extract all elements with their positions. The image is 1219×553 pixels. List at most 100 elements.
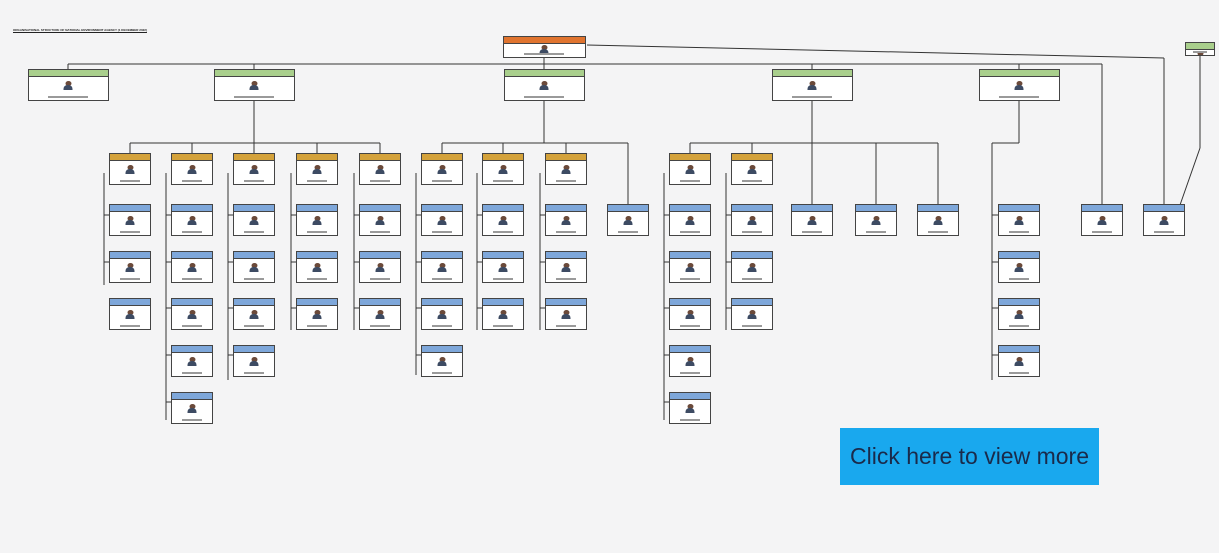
node-header [172, 154, 212, 161]
node-caption [120, 180, 140, 182]
node-header [732, 205, 772, 212]
person-photo [312, 165, 322, 174]
node-caption [244, 180, 264, 182]
org-node [855, 204, 897, 236]
org-node [503, 69, 585, 101]
node-caption [524, 96, 564, 98]
person-photo [249, 165, 259, 174]
node-caption [234, 96, 274, 98]
node-caption [1009, 325, 1029, 327]
person-photo [1159, 216, 1169, 225]
org-node [1185, 42, 1215, 56]
node-caption [182, 419, 202, 421]
person-photo [807, 216, 817, 225]
node-caption [48, 96, 88, 98]
person-photo [187, 357, 197, 366]
node-caption [432, 372, 452, 374]
node-header [28, 70, 108, 77]
org-node [359, 251, 401, 283]
person-photo [125, 165, 135, 174]
org-node [233, 251, 275, 283]
node-header [732, 252, 772, 259]
node-header [999, 205, 1039, 212]
node-caption [370, 231, 390, 233]
org-node [791, 204, 833, 236]
node-caption [742, 231, 762, 233]
node-header [360, 205, 400, 212]
person-photo [561, 165, 571, 174]
person-photo [249, 216, 259, 225]
person-photo [685, 310, 695, 319]
org-node [296, 251, 338, 283]
node-header [670, 252, 710, 259]
org-node [233, 204, 275, 236]
org-node [171, 298, 213, 330]
node-caption [182, 372, 202, 374]
person-photo [249, 357, 259, 366]
person-photo [312, 310, 322, 319]
node-header [422, 252, 462, 259]
node-header [1082, 205, 1122, 212]
person-photo [375, 310, 385, 319]
node-caption [493, 278, 513, 280]
person-photo [807, 81, 817, 90]
org-node [731, 251, 773, 283]
node-header [856, 205, 896, 212]
person-photo [249, 263, 259, 272]
node-header [422, 346, 462, 353]
node-header [999, 299, 1039, 306]
view-more-button[interactable]: Click here to view more [840, 428, 1099, 485]
node-header [297, 205, 337, 212]
person-photo [125, 263, 135, 272]
node-caption [680, 419, 700, 421]
org-node [359, 204, 401, 236]
person-photo [685, 357, 695, 366]
person-photo [249, 81, 259, 90]
node-caption [244, 372, 264, 374]
org-node [669, 153, 711, 185]
person-photo [187, 310, 197, 319]
node-header [110, 205, 150, 212]
person-photo [747, 263, 757, 272]
org-node [482, 251, 524, 283]
person-photo [539, 45, 549, 54]
org-node [171, 251, 213, 283]
person-photo [187, 263, 197, 272]
org-node [998, 251, 1040, 283]
node-caption [307, 278, 327, 280]
org-node [296, 204, 338, 236]
node-header [670, 299, 710, 306]
node-header [772, 70, 852, 77]
chart-title: ORGANISATIONAL STRUCTURE OF NATIONAL ENV… [13, 28, 147, 32]
org-node [502, 36, 586, 58]
person-photo [561, 216, 571, 225]
node-caption [556, 278, 576, 280]
person-photo [561, 263, 571, 272]
org-node [213, 69, 295, 101]
org-node [545, 204, 587, 236]
node-caption [742, 325, 762, 327]
node-header [360, 154, 400, 161]
node-header [1186, 43, 1214, 50]
org-node [171, 204, 213, 236]
org-node [421, 251, 463, 283]
node-header [360, 299, 400, 306]
node-header [483, 299, 523, 306]
node-caption [556, 325, 576, 327]
node-header [110, 299, 150, 306]
node-header [1144, 205, 1184, 212]
node-caption [432, 180, 452, 182]
person-photo [437, 263, 447, 272]
person-photo [1196, 51, 1205, 55]
node-header [483, 252, 523, 259]
person-photo [685, 165, 695, 174]
org-node [669, 345, 711, 377]
person-photo [1014, 357, 1024, 366]
node-header [546, 252, 586, 259]
node-caption [792, 96, 832, 98]
node-caption [1009, 278, 1029, 280]
org-node [998, 345, 1040, 377]
org-node [771, 69, 853, 101]
node-caption [680, 180, 700, 182]
org-node [1081, 204, 1123, 236]
